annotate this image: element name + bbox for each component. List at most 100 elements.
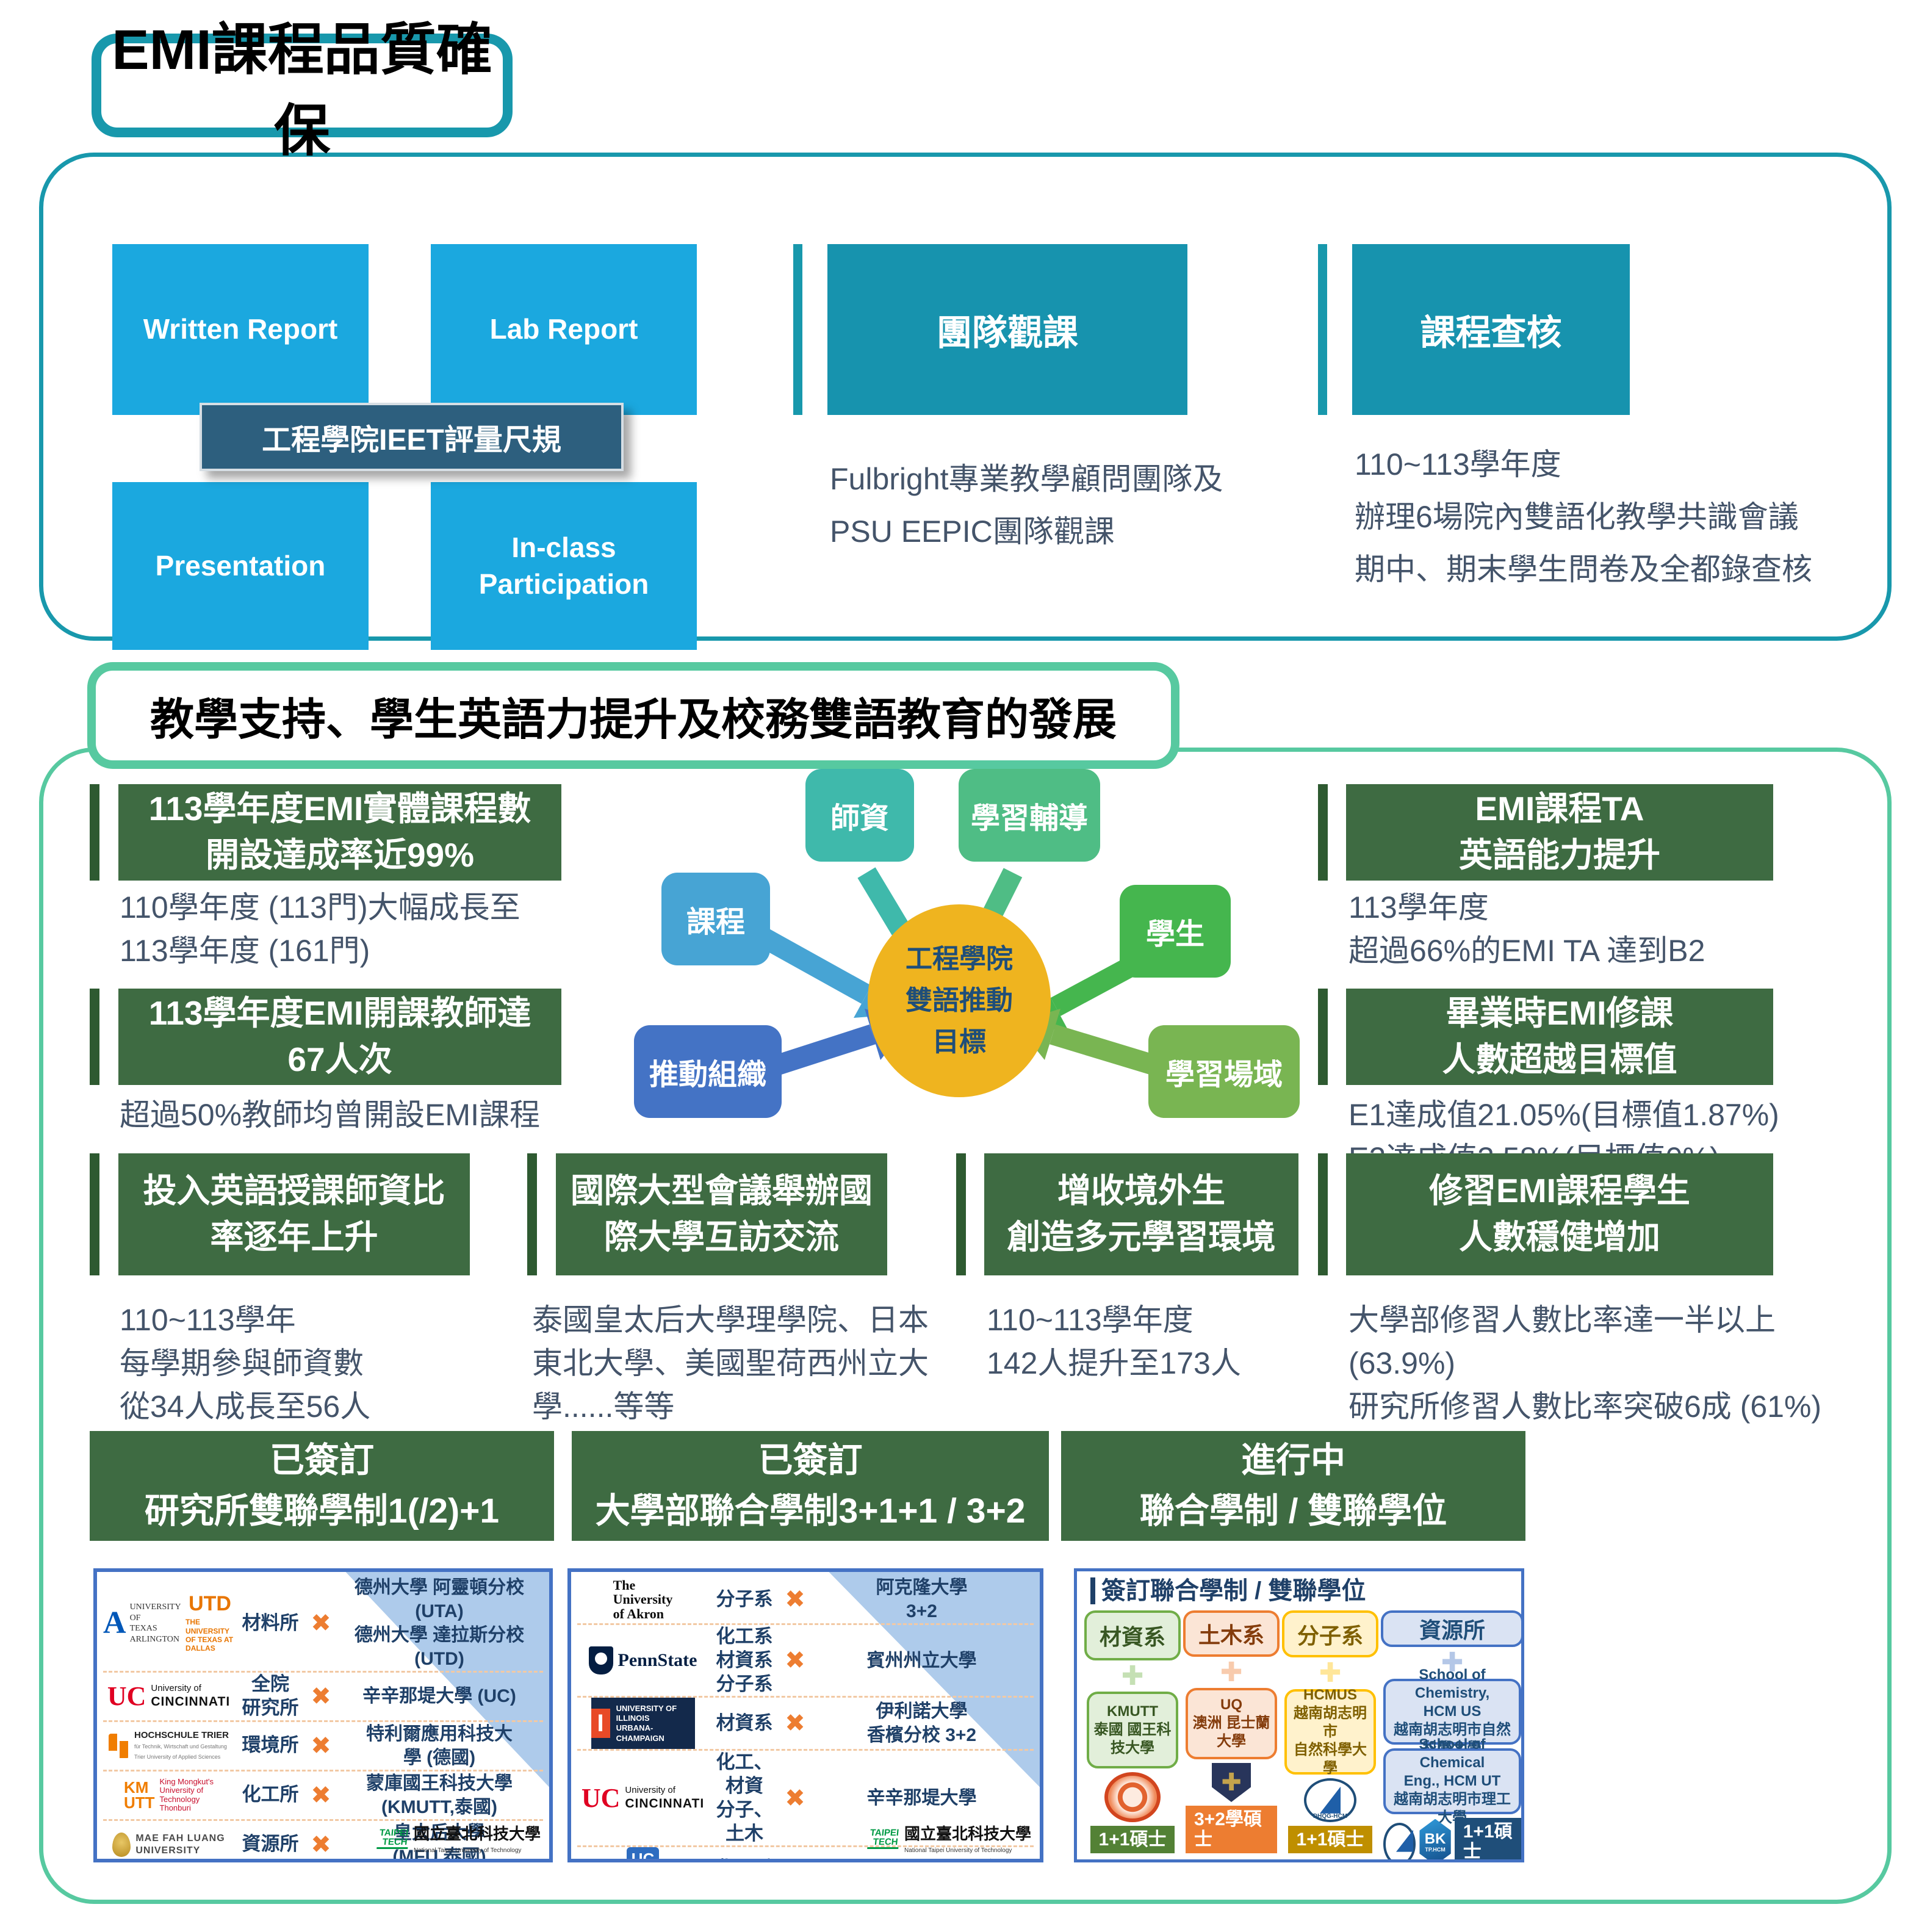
hcmus-seal-icon: ĐHQG-HCM <box>1304 1778 1356 1822</box>
table-signed-undergraduate: The University of Akron 分子系 ✖ 阿克隆大學 3+2 … <box>567 1568 1043 1862</box>
hub-node-organization: 推動組織 <box>634 1025 782 1118</box>
support-section-title: 教學支持、學生英語力提升及校務雙語教育的發展 <box>87 662 1179 769</box>
illinois-logo-text: UNIVERSITY OF ILLINOIS URBANA-CHAMPAIGN <box>616 1703 677 1743</box>
cincinnati-line2: CINCINNATI <box>625 1797 705 1811</box>
column-civil: 土木系 ✚ UQ 澳洲 昆士蘭 大學 ✚ 3+2學碩士 <box>1183 1610 1280 1854</box>
cincinnati-logo: UC University of CINCINNATI <box>577 1782 708 1813</box>
partner-label: 辛辛那堤大學 (UC) <box>362 1686 516 1707</box>
stat-accent-bar <box>90 1153 99 1275</box>
stat-ta-heading: EMI課程TA 英語能力提升 <box>1346 784 1773 881</box>
plus-icon: ✚ <box>1441 1648 1464 1678</box>
hub-node-learning-spaces: 學習場域 <box>1148 1025 1300 1118</box>
table-row: A UNIVERSITY OF TEXAS ARLINGTON UTD THE … <box>103 1576 543 1673</box>
cross-icon: ✖ <box>311 1831 331 1858</box>
stat-accent-bar <box>1318 989 1328 1085</box>
dept-label: 環境所 <box>242 1734 299 1756</box>
dept-label: 資源所 <box>242 1833 299 1855</box>
observation-accent-bar <box>793 244 802 415</box>
table-row: UC University of CINCINNATI 全院 研究所 ✖ 辛辛那… <box>103 1673 543 1722</box>
hub-node-students: 學生 <box>1120 885 1231 978</box>
quality-section-title: EMI課程品質確保 <box>92 19 513 162</box>
table-row: The University of Akron 分子系 ✖ 阿克隆大學 3+2 <box>577 1576 1034 1625</box>
cross-icon: ✖ <box>785 1647 805 1674</box>
trier-logo: HOCHSCHULE TRIER für Technik, Wirtschaft… <box>103 1730 234 1762</box>
taipei-tech-name: 國立臺北科技大學 <box>904 1825 1031 1843</box>
pennstate-logo: PennState <box>577 1646 708 1675</box>
ucr-logo-icon: UC <box>626 1847 660 1859</box>
bk-subtext: TP.HCM <box>1425 1846 1446 1853</box>
mfu-logo-text: MAE FAH LUANG UNIVERSITY <box>135 1833 225 1856</box>
dept-box: 材資系 <box>1084 1610 1181 1660</box>
cincinnati-logo: UC University of CINCINNATI <box>103 1682 234 1710</box>
ieet-rubric-banner: 工程學院IEET評量尺規 <box>200 403 624 471</box>
akron-logo-text: The University of Akron <box>613 1577 673 1621</box>
panel-title: 簽訂聯合學制 / 雙聯學位 <box>1090 1577 1366 1604</box>
cross-icon: ✖ <box>311 1781 331 1809</box>
stat-international-students-heading: 增收境外生 創造多元學習環境 <box>984 1153 1298 1275</box>
rubric-lab-report: Lab Report <box>431 244 697 415</box>
column-molecular: 分子系 ✚ HCMUS 越南胡志明市 自然科學大學 ĐHQG-HCM 1+1碩士 <box>1282 1610 1378 1853</box>
stat-accent-bar <box>1318 784 1328 881</box>
rubric-inclass-participation: In-class Participation <box>431 482 697 650</box>
program-badge: 1+1碩士 <box>1287 1826 1373 1853</box>
table-row: I UNIVERSITY OF ILLINOIS URBANA-CHAMPAIG… <box>577 1698 1034 1751</box>
column-resources: 資源所 ✚ School of Chemistry, HCM US 越南胡志明市… <box>1381 1610 1521 1859</box>
cincinnati-logo-text: University of CINCINNATI <box>625 1785 704 1811</box>
trier-logo-text: HOCHSCHULE TRIER für Technik, Wirtschaft… <box>134 1730 229 1762</box>
utd-logo-icon: UTD <box>189 1592 231 1616</box>
partner-label: 辛辛那堤大學 <box>866 1788 977 1809</box>
partner-label: 阿克隆大學 3+2 <box>876 1577 968 1621</box>
table-row: HOCHSCHULE TRIER für Technik, Wirtschaft… <box>103 1722 543 1772</box>
uta-utd-logos: A UNIVERSITY OF TEXAS ARLINGTON UTD THE … <box>103 1593 234 1653</box>
dept-label: 化工系 材資系 分子系 <box>716 1626 773 1695</box>
dept-label: 化工、材資 分子、土木 <box>716 1751 773 1844</box>
cross-icon: ✖ <box>311 1732 331 1759</box>
stat-teachers-heading: 113學年度EMI開課教師達 67人次 <box>118 989 561 1085</box>
trier-logo-icon <box>108 1733 129 1758</box>
cincinnati-line1: University of <box>151 1683 201 1694</box>
rubric-written-report: Written Report <box>112 244 369 415</box>
program-badge: 3+2學碩士 <box>1186 1806 1277 1854</box>
table-row: PennState 化工系 材資系 分子系 ✖ 賓州州立大學 <box>577 1625 1034 1698</box>
quality-title-text: EMI課程品質確保 <box>112 19 492 162</box>
cincinnati-logo-icon: UC <box>581 1782 621 1813</box>
partner-label: 伊利諾大學 香檳分校 3+2 <box>866 1701 977 1746</box>
header-in-progress: 進行中 聯合學制 / 雙聯學位 <box>1061 1431 1525 1541</box>
uq-crest-icon: ✚ <box>1212 1762 1251 1803</box>
partner-label: 皇太后大學 (MFU,泰國) <box>392 1822 486 1862</box>
partner-box: KMUTT 泰國 國王科 技大學 <box>1087 1692 1178 1768</box>
header-signed-graduate: 已簽訂 研究所雙聯學制1(/2)+1 <box>90 1431 554 1541</box>
cincinnati-line1: University of <box>625 1785 675 1796</box>
table-row: UC University of CINCINNATI 化工、材資 分子、土木 … <box>577 1751 1034 1848</box>
dept-label: 材資系 <box>716 1712 773 1734</box>
stat-conference-body: 泰國皇太后大學理學院、日本 東北大學、美國聖荷西州立大 學......等等 <box>532 1303 929 1424</box>
rubric-presentation: Presentation <box>112 482 369 650</box>
dept-label: 分子系 <box>716 1588 773 1610</box>
cincinnati-logo-text: University of CINCINNATI <box>151 1683 230 1709</box>
cross-icon: ✖ <box>780 1855 810 1859</box>
stat-emi-enrollment-body: 大學部修習人數比率達一半以上 (63.9%) 研究所修習人數比率突破6成 (61… <box>1348 1303 1822 1424</box>
partner-label: 德州大學 阿靈頓分校 (UTA) 德州大學 達拉斯分校 (UTD) <box>354 1577 525 1669</box>
stat-accent-bar <box>1318 1153 1328 1275</box>
dept-label: 全院 研究所 <box>242 1673 299 1718</box>
panel-in-progress: 簽訂聯合學制 / 雙聯學位 材資系 ✚ KMUTT 泰國 國王科 技大學 1+1… <box>1074 1568 1524 1862</box>
illinois-i-mark: I <box>591 1709 610 1739</box>
program-badge: 1+1碩士 <box>1090 1826 1175 1853</box>
kmutt-logo-icon: KM UTT <box>123 1778 155 1812</box>
audit-accent-bar <box>1318 244 1327 415</box>
table-row: MAE FAH LUANG UNIVERSITY 資源所 ✖ 皇太后大學 (MF… <box>103 1821 543 1862</box>
partner-box: HCMUS 越南胡志明市 自然科學大學 <box>1284 1687 1376 1776</box>
taipei-tech-logo-icon: TAIPEI TECH <box>376 1828 410 1849</box>
plus-icon: ✚ <box>1319 1658 1342 1689</box>
hcmus-seal-text: ĐHQG-HCM <box>1312 1813 1348 1820</box>
akron-logo: The University of Akron <box>577 1578 708 1620</box>
bk-text: BK <box>1424 1830 1446 1847</box>
mfu-logo: MAE FAH LUANG UNIVERSITY <box>103 1832 234 1857</box>
stat-accent-bar <box>90 989 99 1085</box>
stat-international-students-body: 110~113學年度 142人提升至173人 <box>987 1303 1241 1380</box>
dept-label: 材料所 <box>242 1612 299 1634</box>
stat-conference-heading: 國際大型會議舉辦國 際大學互訪交流 <box>556 1153 887 1275</box>
hub-node-tutoring: 學習輔導 <box>959 769 1100 862</box>
dept-box: 土木系 <box>1183 1610 1280 1657</box>
